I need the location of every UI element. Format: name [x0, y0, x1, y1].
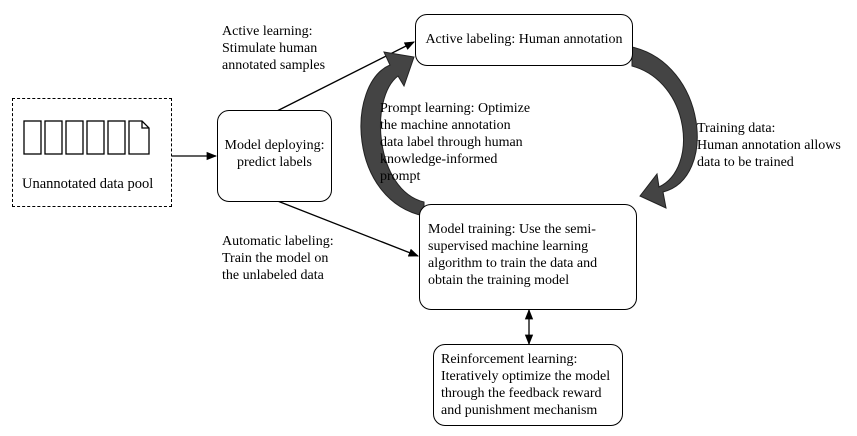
label-training-data: Training data: Human annotation allows d… — [697, 121, 841, 170]
document-icon — [65, 120, 84, 155]
model-deploying-text: Model deploying: predict labels — [224, 138, 325, 170]
curved-arrow-prompt-learning — [360, 51, 425, 217]
pool-label: Unannotated data pool — [22, 176, 154, 192]
document-icon — [23, 120, 42, 155]
active-labeling-text: Active labeling: Human annotation — [425, 32, 623, 47]
document-icons — [23, 120, 150, 155]
label-prompt-learning: Prompt learning: Optimize the machine an… — [380, 101, 531, 184]
document-icon — [44, 120, 63, 155]
model-deploying-box: Model deploying: predict labels — [217, 110, 332, 202]
model-training-text: Model training: Use the semi- supervised… — [428, 222, 598, 288]
document-icon — [107, 120, 126, 155]
reinforcement-learning-box: Reinforcement learning: Iteratively opti… — [433, 344, 623, 426]
label-automatic-labeling: Automatic labeling: Train the model on t… — [222, 234, 334, 283]
arrow-deploy-to-model-training — [274, 199, 419, 257]
curved-arrow-training-data — [631, 46, 698, 209]
model-training-box: Model training: Use the semi- supervised… — [419, 204, 637, 310]
label-active-learning: Active learning: Stimulate human annotat… — [222, 24, 326, 73]
reinforcement-learning-text: Reinforcement learning: Iteratively opti… — [441, 352, 611, 418]
document-icon — [86, 120, 105, 155]
active-labeling-box: Active labeling: Human annotation — [415, 14, 633, 66]
unannotated-data-pool — [12, 98, 172, 207]
document-icon — [128, 120, 150, 155]
